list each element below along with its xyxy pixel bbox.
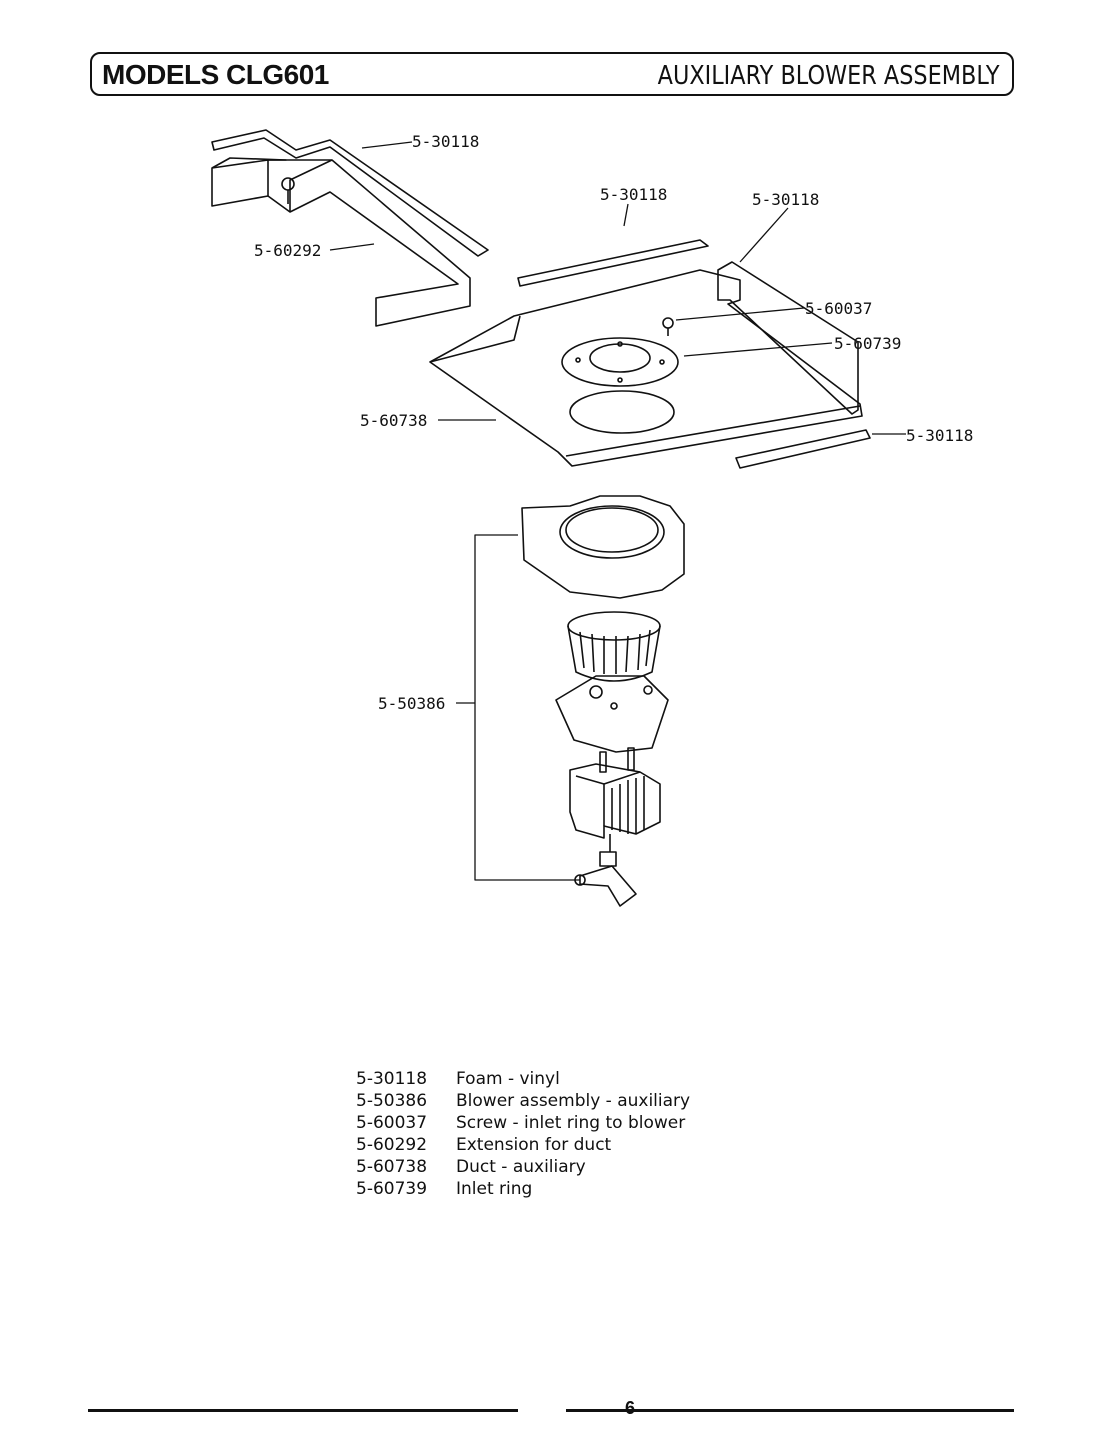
callout-duct: 5-60738: [360, 411, 427, 430]
auxiliary-duct: [429, 269, 863, 467]
part-number: 5-60292: [356, 1135, 428, 1155]
section-title: AUXILIARY BLOWER ASSEMBLY: [658, 61, 1000, 91]
callout-foam-center-top: 5-30118: [600, 185, 667, 204]
model-title: MODELS CLG601: [102, 59, 329, 90]
footer-rule-left: [88, 1409, 518, 1412]
fan-blade: [574, 851, 637, 907]
page-footer: 6: [88, 1398, 1014, 1422]
callout-foam-top-left: 5-30118: [412, 132, 479, 151]
part-description: Blower assembly - auxiliary: [456, 1091, 691, 1111]
part-description: Foam - vinyl: [456, 1069, 560, 1089]
blower-wheel: [567, 611, 661, 682]
part-description: Screw - inlet ring to blower: [456, 1113, 686, 1133]
callout-foam-right-top: 5-30118: [752, 190, 819, 209]
part-number: 5-50386: [356, 1091, 428, 1111]
callout-inlet-ring: 5-60739: [834, 334, 901, 353]
parts-list-row: 5-60738 Duct - auxiliary: [356, 1156, 690, 1178]
blower-motor: [569, 747, 661, 852]
parts-list-row: 5-60037 Screw - inlet ring to blower: [356, 1112, 690, 1134]
part-description: Inlet ring: [456, 1179, 533, 1199]
callout-foam-right-bottom: 5-30118: [906, 426, 973, 445]
parts-list: 5-30118 Foam - vinyl 5-50386 Blower asse…: [356, 1068, 690, 1200]
part-number: 5-60738: [356, 1157, 428, 1177]
part-number: 5-30118: [356, 1069, 428, 1089]
mounting-plate: [555, 675, 669, 753]
blower-housing: [521, 495, 685, 599]
foam-strip-center: [517, 239, 709, 287]
callout-blower-assembly: 5-50386: [378, 694, 445, 713]
callout-screw: 5-60037: [805, 299, 872, 318]
foam-strip-right: [717, 261, 859, 415]
part-number: 5-60739: [356, 1179, 428, 1199]
foam-strip-bottom-right: [735, 429, 871, 469]
footer-rule-right: [566, 1409, 1014, 1412]
inlet-ring: [561, 337, 679, 387]
part-number: 5-60037: [356, 1113, 428, 1133]
parts-list-row: 5-50386 Blower assembly - auxiliary: [356, 1090, 690, 1112]
parts-list-row: 5-30118 Foam - vinyl: [356, 1068, 690, 1090]
callout-extension: 5-60292: [254, 241, 321, 260]
exploded-diagram: 5-30118 5-30118 5-30118 5-60292 5-60037 …: [211, 129, 973, 907]
part-description: Duct - auxiliary: [456, 1157, 586, 1177]
foam-strip-top-left: [211, 129, 489, 257]
screw: [662, 317, 674, 336]
part-description: Extension for duct: [456, 1135, 612, 1155]
page-header: MODELS CLG601 AUXILIARY BLOWER ASSEMBLY: [90, 52, 1014, 96]
parts-list-row: 5-60292 Extension for duct: [356, 1134, 690, 1156]
parts-list-row: 5-60739 Inlet ring: [356, 1178, 690, 1200]
duct-extension: [211, 157, 471, 327]
page-number: 6: [625, 1398, 636, 1418]
